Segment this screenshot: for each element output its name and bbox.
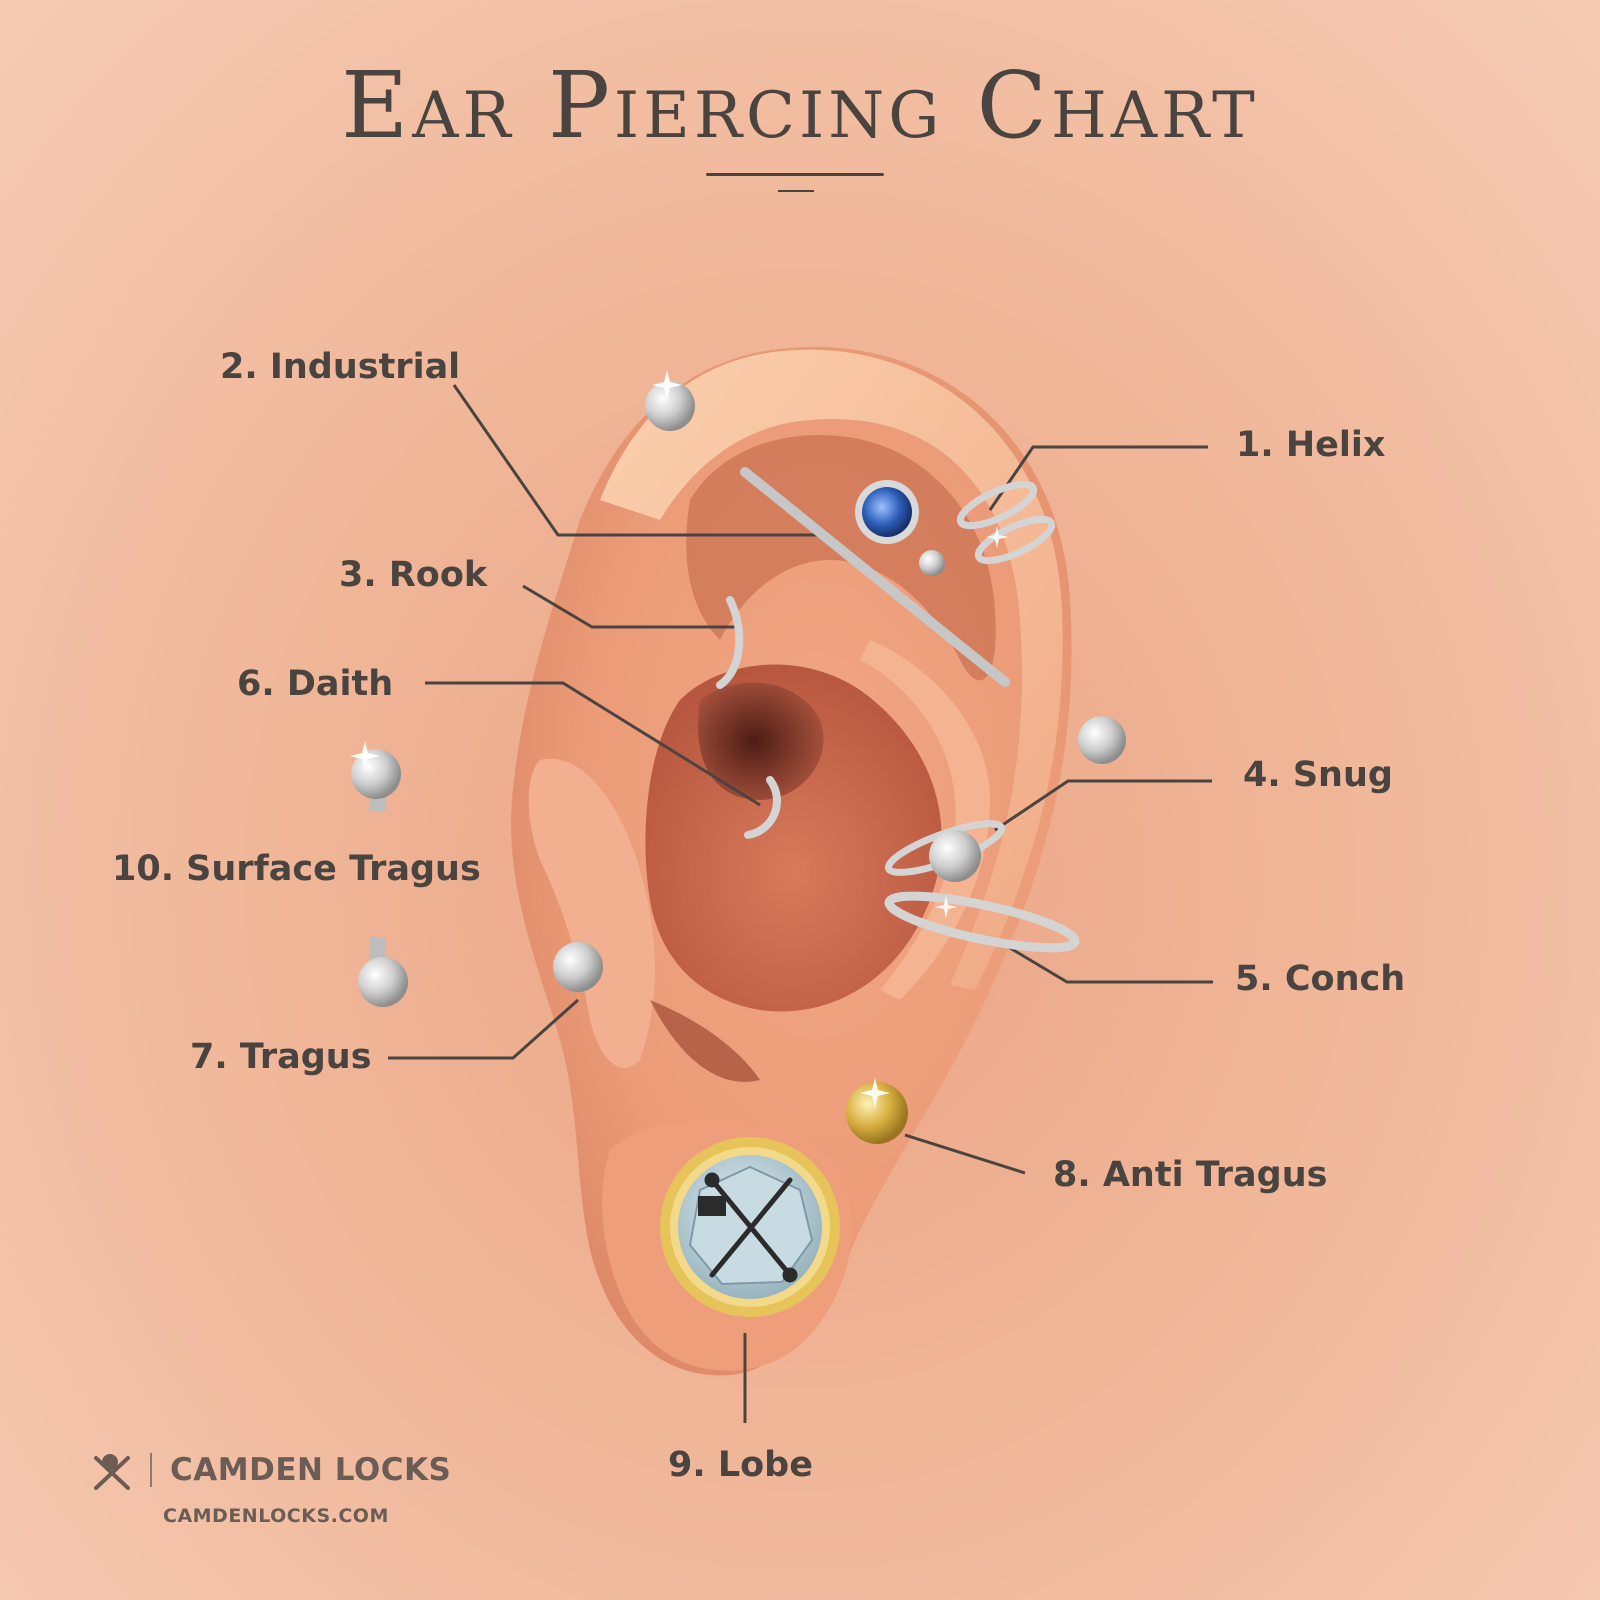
conch-ring	[884, 891, 1080, 953]
sparkles	[350, 370, 1008, 1108]
industrial-bar	[740, 467, 1010, 687]
chart-title: Ear Piercing Chart	[341, 52, 1259, 159]
brand-divider	[150, 1453, 152, 1487]
anti-tragus-stud	[846, 1082, 908, 1144]
brand-url: CAMDENLOCKS.COM	[163, 1505, 389, 1527]
sparkle	[350, 741, 380, 771]
camden-locks-logo-icon	[94, 1454, 130, 1490]
label-lobe: 9. Lobe	[668, 1445, 813, 1485]
sparkle	[935, 896, 957, 918]
helix-ring-2	[974, 515, 1056, 565]
small-ball	[919, 550, 945, 576]
label-rook: 3. Rook	[339, 555, 488, 595]
title-underline-accent	[778, 190, 814, 192]
sparkle	[986, 526, 1008, 548]
sapphire-gem	[862, 487, 912, 537]
jewelry	[351, 381, 1126, 1317]
brand: CAMDEN LOCKS	[92, 1452, 451, 1488]
snug-ball	[929, 830, 981, 882]
brand-name: CAMDEN LOCKS	[170, 1452, 452, 1488]
surface-tragus-ball-bottom	[358, 957, 408, 1007]
rook-ring	[716, 596, 744, 689]
sparkle	[860, 1078, 890, 1108]
tattoo-logo-icon	[698, 1172, 798, 1283]
label-industrial: 2. Industrial	[220, 347, 461, 387]
helix-ring-1	[956, 480, 1038, 530]
tragus-stud	[553, 942, 603, 992]
label-anti-tragus: 8. Anti Tragus	[1053, 1155, 1328, 1195]
title-underline	[706, 173, 884, 176]
sparkle	[652, 370, 682, 400]
label-snug: 4. Snug	[1243, 755, 1393, 795]
label-surface-tragus: 10. Surface Tragus	[112, 849, 481, 889]
industrial-ball	[645, 381, 695, 431]
label-daith: 6. Daith	[237, 664, 394, 704]
label-conch: 5. Conch	[1235, 959, 1406, 999]
daith-ring	[744, 776, 781, 839]
surface-tragus-bar-bottom	[370, 937, 386, 962]
label-tragus: 7. Tragus	[190, 1037, 372, 1077]
label-helix: 1. Helix	[1236, 425, 1386, 465]
snug-stud	[1078, 716, 1126, 764]
